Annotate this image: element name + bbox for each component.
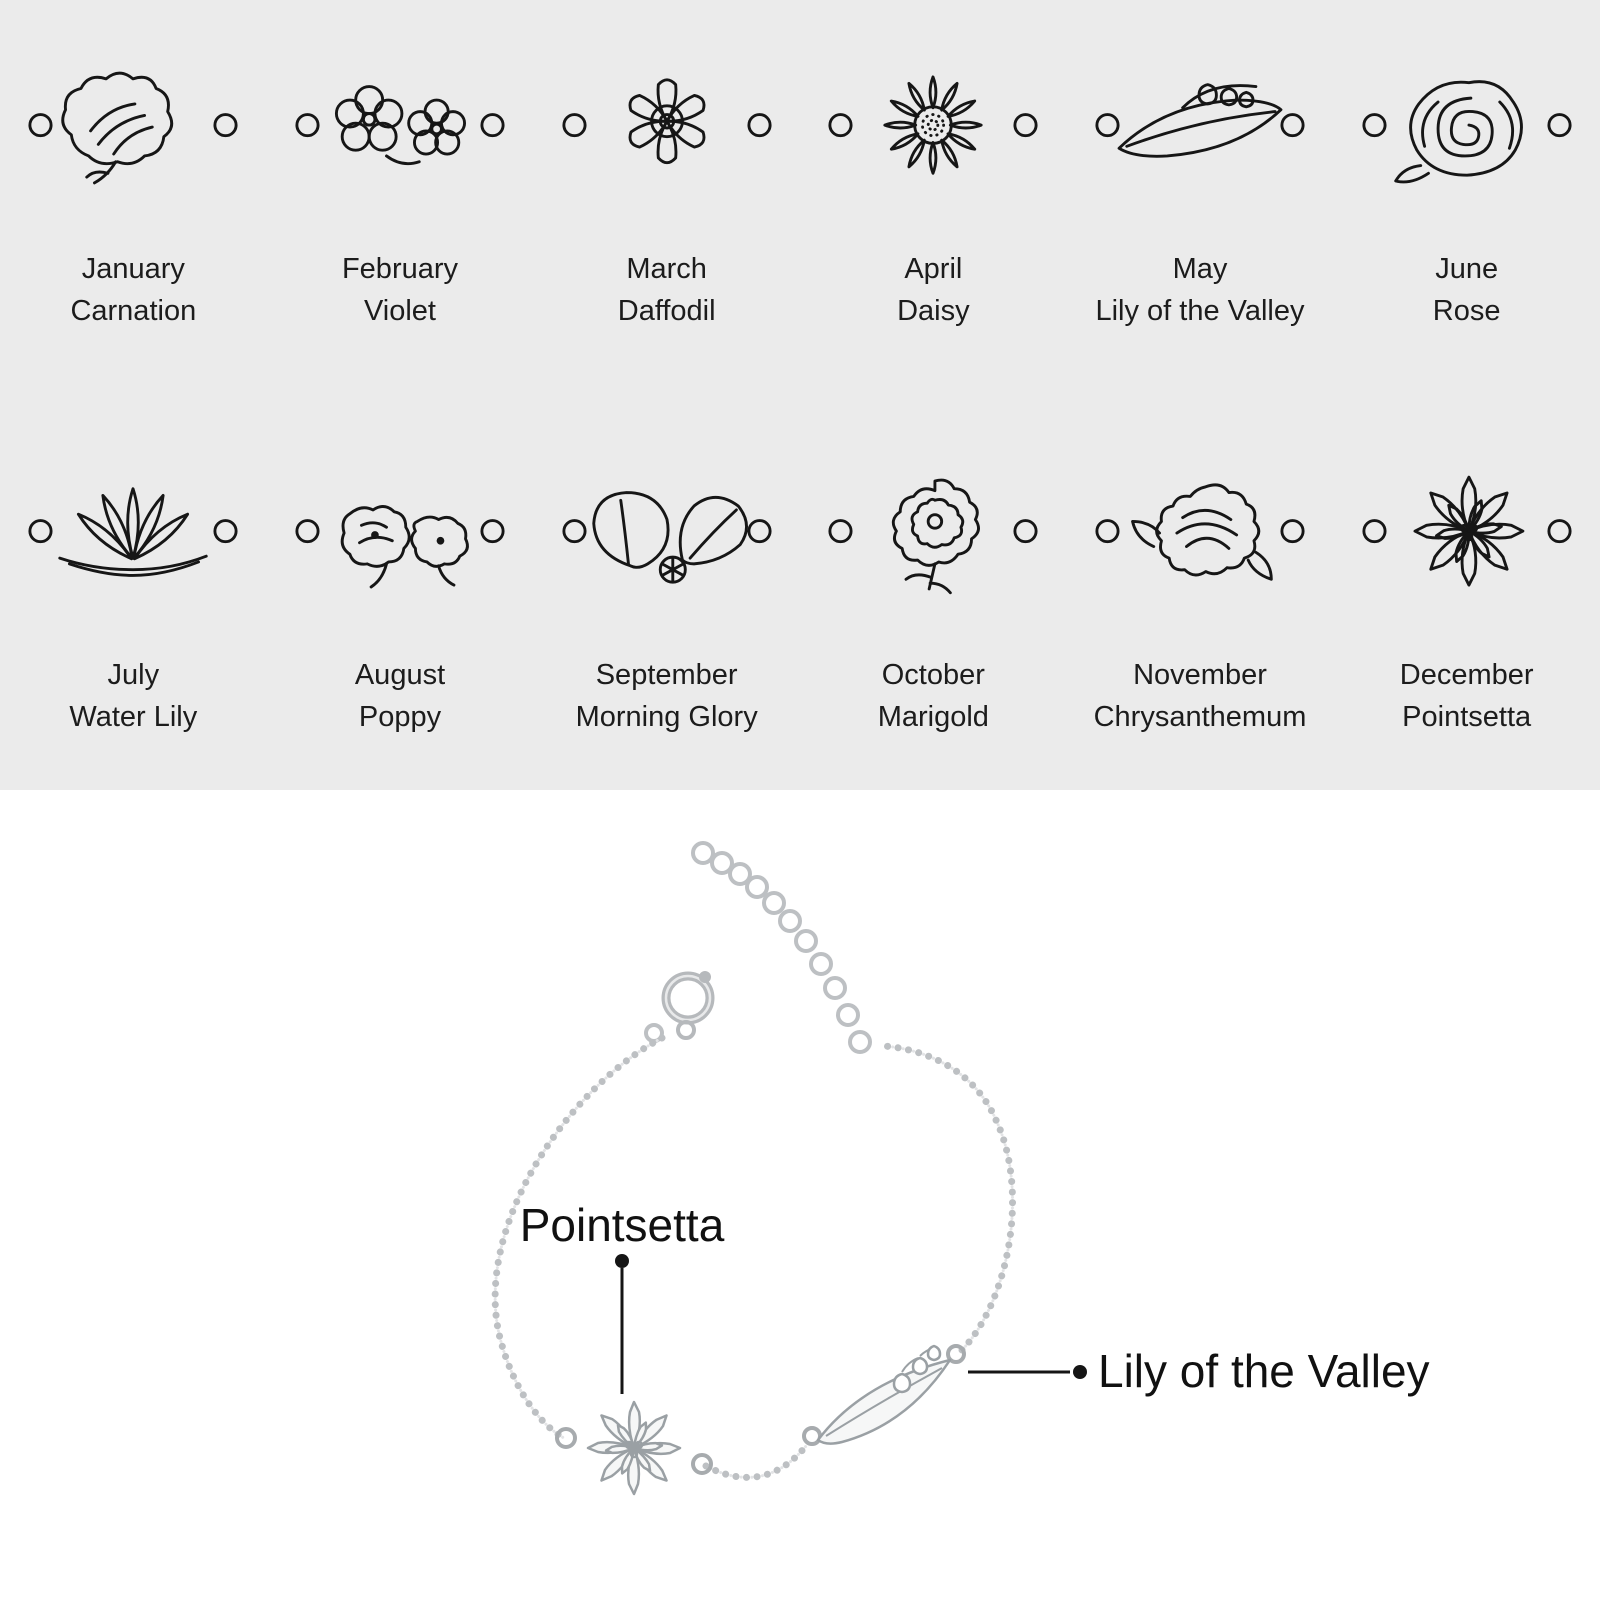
flower-month: October — [881, 659, 985, 692]
daffodil-charm-icon — [561, 44, 773, 212]
flower-label: January Carnation — [70, 248, 196, 332]
marigold-charm-icon — [827, 450, 1039, 618]
flower-month: March — [626, 253, 707, 285]
flower-label: October Marigold — [878, 654, 989, 738]
flower-month: August — [354, 659, 446, 692]
flower-item-february: February Violet — [267, 44, 534, 332]
pointsetta-callout-line — [615, 1254, 629, 1394]
flower-label: September Morning Glory — [576, 654, 758, 738]
flower-label: May Lily of the Valley — [1095, 248, 1304, 332]
flower-name: Daisy — [897, 295, 970, 328]
lily-of-the-valley-charm-icon — [1094, 44, 1306, 212]
lily-of-the-valley-charm — [802, 1344, 966, 1446]
morning-glory-charm-icon — [561, 450, 773, 618]
flower-item-may: May Lily of the Valley — [1067, 44, 1334, 332]
pointsetta-charm — [555, 1400, 713, 1496]
pointsetta-callout-label: Pointsetta — [519, 1199, 725, 1251]
flower-label: April Daisy — [897, 248, 970, 332]
flower-label: February Violet — [342, 248, 458, 332]
flower-label: June Rose — [1433, 248, 1501, 332]
flower-item-march: March Daffodil — [533, 44, 800, 332]
flower-month: April — [904, 253, 963, 285]
flower-label: August Poppy — [355, 654, 445, 738]
flower-month: September — [595, 659, 738, 692]
lily-callout-line — [968, 1365, 1087, 1379]
lily-of-the-valley-callout-label: Lily of the Valley — [1098, 1345, 1430, 1397]
flower-label: November Chrysanthemum — [1094, 654, 1307, 738]
flower-month: May — [1172, 253, 1228, 285]
birth-flower-grid: January Carnation February Violet — [0, 44, 1600, 738]
flower-name: Morning Glory — [575, 701, 758, 734]
flower-month: February — [341, 253, 459, 285]
violet-charm-icon — [294, 44, 506, 212]
clasp — [644, 971, 715, 1043]
flower-label: March Daffodil — [618, 248, 716, 332]
flower-item-april: April Daisy — [800, 44, 1067, 332]
flower-name: Violet — [363, 295, 436, 328]
bracelet-section: Pointsetta Lily of the Valley — [0, 790, 1600, 1600]
flower-item-september: September Morning Glory — [533, 450, 800, 738]
flower-item-july: July Water Lily — [0, 450, 267, 738]
flower-name: Poppy — [358, 701, 442, 734]
cable-chain — [491, 1034, 1016, 1481]
flower-item-january: January Carnation — [0, 44, 267, 332]
flower-name: Lily of the Valley — [1095, 295, 1305, 328]
flower-label: December Pointsetta — [1400, 654, 1534, 738]
extender-chain — [691, 841, 872, 1054]
flower-name: Marigold — [877, 701, 989, 734]
pointsetta-charm-icon — [1361, 450, 1573, 618]
daisy-charm-icon — [827, 44, 1039, 212]
flower-item-june: June Rose — [1333, 44, 1600, 332]
birth-flower-chart: January Carnation February Violet — [0, 0, 1600, 790]
flower-label: July Water Lily — [69, 654, 197, 738]
flower-name: Rose — [1432, 295, 1501, 328]
flower-item-october: October Marigold — [800, 450, 1067, 738]
flower-name: Chrysanthemum — [1093, 701, 1307, 734]
chrysanthemum-charm-icon — [1094, 450, 1306, 618]
flower-month: November — [1133, 659, 1267, 692]
flower-name: Pointsetta — [1402, 701, 1532, 734]
flower-item-december: December Pointsetta — [1333, 450, 1600, 738]
carnation-charm-icon — [27, 44, 239, 212]
flower-month: January — [81, 253, 185, 285]
water-lily-charm-icon — [27, 450, 239, 618]
poppy-charm-icon — [294, 450, 506, 618]
flower-month: December — [1399, 659, 1534, 692]
flower-name: Daffodil — [617, 295, 716, 328]
flower-month: June — [1435, 253, 1499, 285]
bracelet-photo — [491, 841, 1087, 1496]
flower-name: Water Lily — [69, 701, 198, 734]
flower-month: July — [107, 659, 160, 692]
flower-item-august: August Poppy — [267, 450, 534, 738]
flower-name: Carnation — [70, 295, 197, 328]
rose-charm-icon — [1361, 44, 1573, 212]
flower-item-november: November Chrysanthemum — [1067, 450, 1334, 738]
